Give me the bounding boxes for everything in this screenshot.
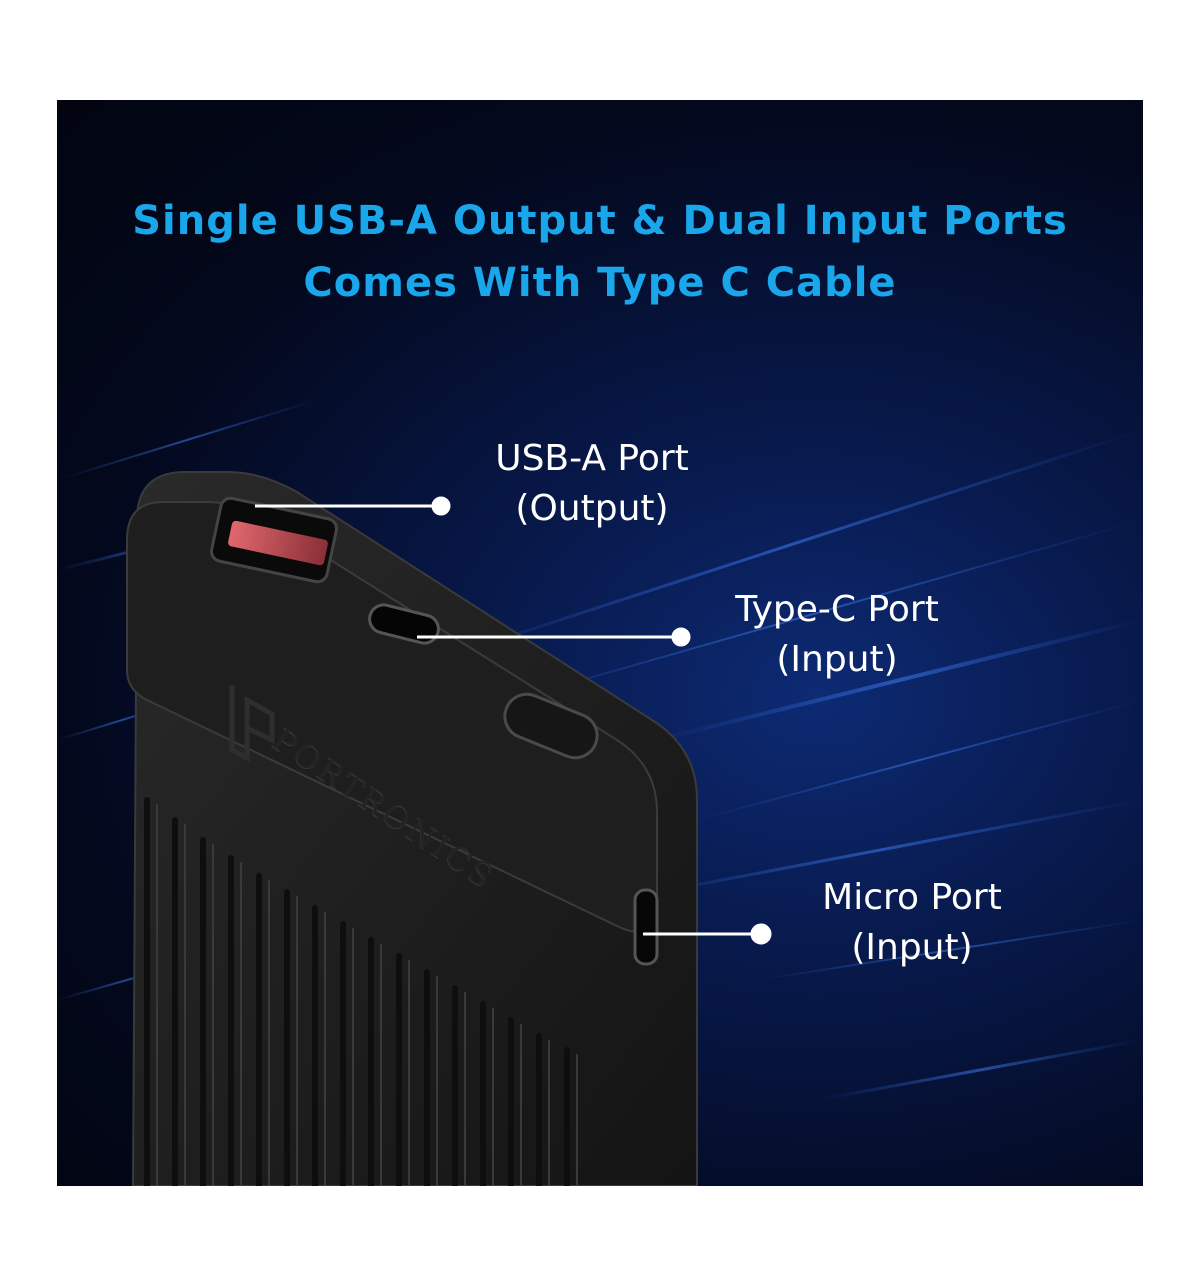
- callout-micro-port: Micro Port (Input): [787, 873, 1037, 973]
- portronics-logo-mark: [229, 685, 275, 763]
- callout-leaders: [255, 496, 772, 945]
- callout-type-c-subtitle: (Input): [776, 639, 898, 680]
- callout-usb-a-subtitle: (Output): [515, 488, 669, 529]
- callout-usb-a-port: USB-A Port (Output): [447, 434, 737, 534]
- headline-line-1: Single USB-A Output & Dual Input Ports: [132, 198, 1068, 244]
- callout-usb-a-title: USB-A Port: [495, 438, 689, 479]
- power-bank-device: [126, 471, 772, 1186]
- callout-type-c-port: Type-C Port (Input): [687, 585, 987, 685]
- type-c-port: [368, 603, 440, 645]
- micro-usb-port: [633, 888, 659, 966]
- power-button: [503, 692, 599, 760]
- headline-line-2: Comes With Type C Cable: [303, 260, 897, 306]
- device-top-panel: [126, 501, 658, 934]
- usb-a-port: [209, 496, 339, 584]
- product-banner: Single USB-A Output & Dual Input Ports C…: [57, 100, 1143, 1186]
- callout-micro-subtitle: (Input): [851, 927, 973, 968]
- callout-type-c-title: Type-C Port: [735, 589, 939, 630]
- device-ribs: [144, 797, 570, 1186]
- callout-micro-title: Micro Port: [822, 877, 1002, 918]
